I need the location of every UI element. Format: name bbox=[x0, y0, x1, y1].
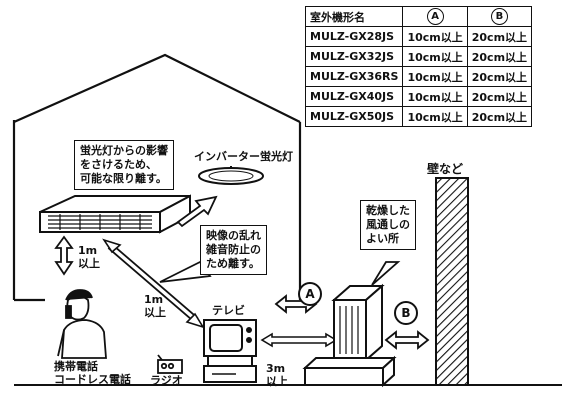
house-outline bbox=[12, 53, 302, 302]
cell-b: 20cm以上 bbox=[466, 106, 533, 127]
cell-a: 10cm以上 bbox=[402, 86, 468, 107]
cell-model: MULZ-GX32JS bbox=[304, 46, 404, 67]
marker-b: B bbox=[394, 301, 418, 325]
wall-hatched bbox=[435, 177, 469, 386]
distance-3m-label: 3m 以上 bbox=[266, 362, 288, 388]
inverter-light-label: インバーター蛍光灯 bbox=[194, 150, 293, 163]
person-with-phone-icon bbox=[57, 289, 107, 359]
dry-place-line: よい所 bbox=[366, 232, 399, 245]
cell-a: 10cm以上 bbox=[402, 106, 468, 127]
interference-note-box: 映像の乱れ 雑音防止の ため離す。 bbox=[200, 225, 267, 275]
radio-label: ラジオ bbox=[150, 374, 183, 387]
cell-b: 20cm以上 bbox=[466, 86, 533, 107]
cell-model: MULZ-GX36RS bbox=[304, 66, 404, 87]
cell-b: 20cm以上 bbox=[466, 66, 533, 87]
distance-value: 1m bbox=[144, 293, 164, 306]
distance-suffix: 以上 bbox=[78, 257, 100, 270]
distance-1m-diagonal-label: 1m 以上 bbox=[144, 293, 166, 319]
wall-label: 壁など bbox=[427, 162, 464, 176]
fluorescent-light-icon bbox=[198, 166, 264, 185]
cell-b: 20cm以上 bbox=[466, 46, 533, 67]
phone-label: 携帯電話 コードレス電話 bbox=[54, 360, 131, 386]
cell-a: 10cm以上 bbox=[402, 26, 468, 47]
distance-suffix: 以上 bbox=[266, 375, 288, 388]
circle-b-header: B bbox=[490, 8, 508, 25]
arrow-unit-to-light bbox=[176, 195, 218, 228]
distance-value: 1m bbox=[78, 244, 98, 257]
interference-note-line: 映像の乱れ bbox=[206, 229, 261, 242]
arrow-outdoor-to-wall bbox=[384, 330, 430, 350]
cell-b: 20cm以上 bbox=[466, 26, 533, 47]
fluorescent-note-line: をさけるため、 bbox=[80, 158, 157, 171]
cell-a: 10cm以上 bbox=[402, 46, 468, 67]
interference-note-line: 雑音防止の bbox=[206, 243, 261, 256]
dry-place-line: 乾燥した bbox=[366, 204, 410, 217]
radio-icon bbox=[157, 354, 183, 374]
distance-value: 3m bbox=[266, 362, 286, 375]
table-row: MULZ-GX40JS 10cm以上 20cm以上 bbox=[304, 86, 533, 107]
dry-place-line: 風通しの bbox=[366, 218, 410, 231]
table-row: MULZ-GX36RS 10cm以上 20cm以上 bbox=[304, 66, 533, 87]
table-row: MULZ-GX32JS 10cm以上 20cm以上 bbox=[304, 46, 533, 67]
cell-model: MULZ-GX40JS bbox=[304, 86, 404, 107]
spec-table: 室外機形名 A B MULZ-GX28JS 10cm以上 20cm以上 MULZ… bbox=[304, 6, 533, 127]
interference-note-line: ため離す。 bbox=[206, 257, 260, 270]
cell-a: 10cm以上 bbox=[402, 66, 468, 87]
tv-icon bbox=[203, 319, 257, 383]
fluorescent-note-line: 可能な限り離す。 bbox=[80, 172, 167, 185]
distance-1m-vertical-label: 1m 以上 bbox=[78, 244, 100, 270]
cell-model: MULZ-GX50JS bbox=[304, 106, 404, 127]
header-b: B bbox=[466, 6, 533, 27]
tv-label: テレビ bbox=[212, 304, 245, 317]
phone-label-line: コードレス電話 bbox=[54, 373, 131, 386]
spec-table-header: 室外機形名 A B bbox=[304, 6, 533, 27]
indoor-unit bbox=[39, 194, 191, 234]
distance-suffix: 以上 bbox=[144, 306, 166, 319]
arrow-1m-vertical bbox=[54, 235, 74, 276]
fluorescent-note-box: 蛍光灯からの影響 をさけるため、 可能な限り離す。 bbox=[74, 140, 174, 190]
arrow-diagonal-unit-tv bbox=[102, 238, 205, 329]
arrow-3m-tv-outdoor bbox=[260, 332, 338, 348]
bubble-pointer-dry bbox=[371, 261, 401, 286]
dry-place-box: 乾燥した 風通しの よい所 bbox=[360, 200, 416, 250]
marker-a: A bbox=[298, 282, 322, 306]
header-a: A bbox=[402, 6, 468, 27]
header-model: 室外機形名 bbox=[304, 6, 404, 27]
outdoor-unit bbox=[302, 283, 397, 388]
table-row: MULZ-GX28JS 10cm以上 20cm以上 bbox=[304, 26, 533, 47]
fluorescent-note-line: 蛍光灯からの影響 bbox=[80, 144, 168, 157]
table-row: MULZ-GX50JS 10cm以上 20cm以上 bbox=[304, 106, 533, 127]
cell-model: MULZ-GX28JS bbox=[304, 26, 404, 47]
circle-a-header: A bbox=[426, 8, 444, 25]
phone-label-line: 携帯電話 bbox=[54, 360, 98, 373]
